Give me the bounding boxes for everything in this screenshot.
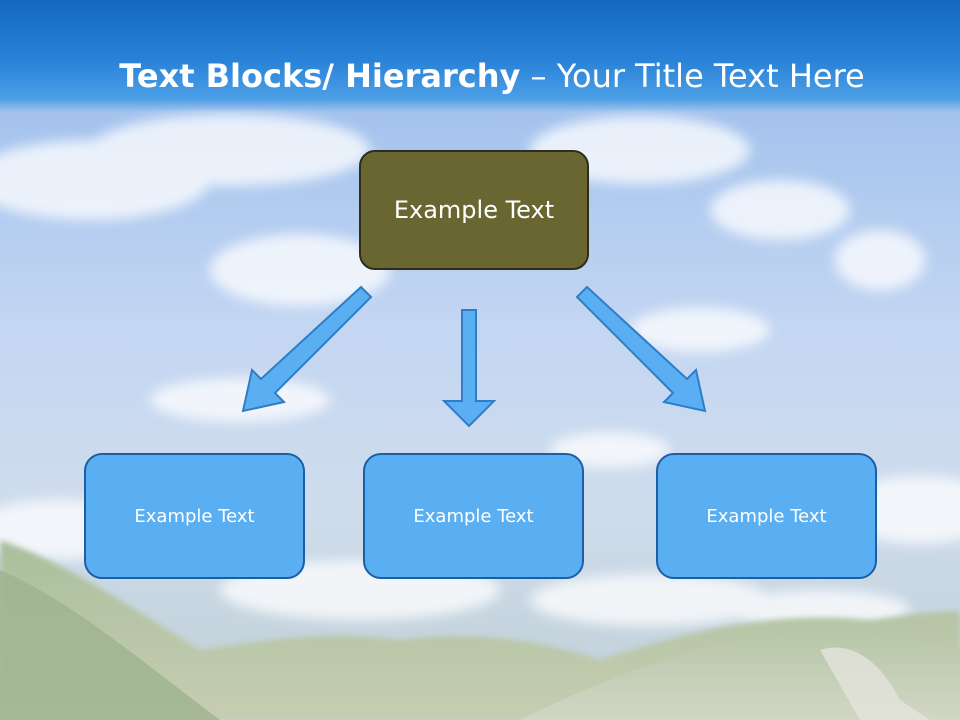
arrow-left: [241, 285, 373, 413]
slide-title: Text Blocks/ Hierarchy – Your Title Text…: [0, 52, 960, 100]
child-box-label: Example Text: [134, 505, 255, 527]
child-box-left: Example Text: [84, 453, 305, 579]
arrow-right: [575, 285, 707, 413]
top-box: Example Text: [359, 150, 589, 270]
rock-face: [820, 647, 930, 720]
title-rest: Your Title Text Here: [556, 57, 865, 95]
title-separator: –: [520, 57, 557, 95]
top-box-label: Example Text: [393, 196, 555, 224]
child-box-label: Example Text: [706, 505, 827, 527]
child-box-right: Example Text: [656, 453, 877, 579]
title-band: [0, 0, 960, 112]
child-box-label: Example Text: [413, 505, 534, 527]
arrow-middle: [441, 309, 497, 428]
title-bold-part: Text Blocks/ Hierarchy: [119, 57, 521, 95]
child-box-middle: Example Text: [363, 453, 584, 579]
hill-left: [0, 570, 220, 720]
